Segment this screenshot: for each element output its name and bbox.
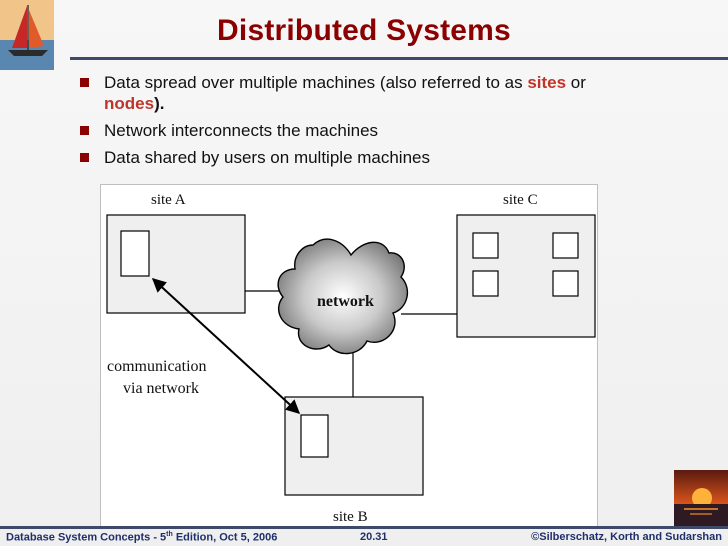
footer-divider (0, 526, 728, 529)
site-a-node (120, 230, 150, 277)
term-sites: sites (527, 73, 567, 92)
site-c-node (472, 270, 499, 297)
network-label: network (317, 293, 374, 310)
bullet-text: Network interconnects the machines (104, 121, 379, 140)
bullet-text: ). (154, 94, 165, 113)
page-number: 20.31 (360, 531, 388, 543)
bullet-item: Network interconnects the machines (80, 120, 680, 141)
square-bullet-icon (80, 153, 89, 162)
bullet-item: Data spread over multiple machines (also… (80, 72, 680, 114)
page-title: Distributed Systems (217, 14, 511, 47)
site-c-node (472, 232, 499, 259)
bullet-list: Data spread over multiple machines (also… (80, 72, 680, 174)
communication-label-line1: communication (107, 358, 207, 375)
site-c-node (552, 232, 579, 259)
site-a-label: site A (151, 192, 186, 208)
term-nodes: nodes (104, 94, 155, 113)
communication-label-line2: via network (123, 380, 199, 397)
site-b-node (300, 414, 329, 458)
distributed-system-diagram: site A site C network site B communicati… (100, 184, 598, 528)
sailboat-logo-icon (0, 0, 54, 70)
footer-left-text: Database System Concepts - 5 (6, 531, 167, 544)
footer-left-sup: th (166, 531, 173, 538)
bullet-text: or (566, 73, 586, 92)
title-divider (70, 57, 728, 60)
communication-arrow (151, 278, 301, 414)
bullet-text: Data spread over multiple machines (also… (104, 73, 528, 92)
square-bullet-icon (80, 78, 89, 87)
site-c-label: site C (503, 192, 538, 208)
site-c-node (552, 270, 579, 297)
footer-left-text: Edition, Oct 5, 2006 (172, 531, 278, 544)
square-bullet-icon (80, 126, 89, 135)
bullet-text: Data shared by users on multiple machine… (104, 148, 430, 167)
site-b-label: site B (333, 509, 368, 525)
bullet-item: Data shared by users on multiple machine… (80, 147, 680, 168)
footer-right: ©Silberschatz, Korth and Sudarshan (531, 531, 722, 543)
sunset-decoration-icon (674, 470, 728, 526)
footer-left: Database System Concepts - 5th Edition, … (6, 531, 277, 544)
diagram-canvas: site A site C network site B communicati… (106, 192, 596, 525)
